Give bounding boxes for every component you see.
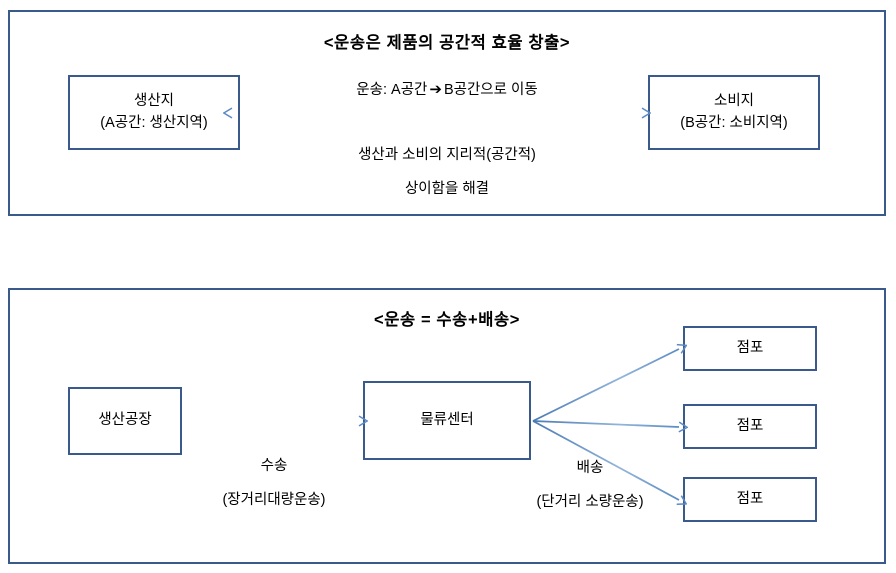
node-production-area-line2: (A공간: 생산지역) [100,114,208,131]
node-consumption-area-line2: (B공간: 소비지역) [680,114,788,131]
spatial-gap-note-line2: 상이함을 해결 [404,181,490,197]
outbound-delivery-label-sub: (단거리 소량운송) [536,494,644,511]
node-logistics-center-label: 물류센터 [420,411,474,428]
transport-arrow-label-prefix: 운송: A공간 [356,82,428,98]
node-production-area: 생산지 (A공간: 생산지역) [68,75,240,150]
node-store-1: 점포 [683,326,817,371]
inbound-shipping-label-sub: (장거리대량운송) [222,492,326,509]
node-production-factory-label: 생산공장 [98,412,152,429]
panel-1-title: <운송은 제품의 공간적 효율 창출> [323,34,571,52]
node-consumption-area: 소비지 (B공간: 소비지역) [648,75,820,150]
node-consumption-area-line1: 소비지 [713,93,755,110]
node-logistics-center: 물류센터 [363,381,531,460]
node-store-2: 점포 [683,404,817,449]
arrow-center-to-store-1 [532,349,679,422]
node-store-3-label: 점포 [736,490,764,507]
outbound-delivery-label-main: 배송 [576,460,604,476]
node-store-3: 점포 [683,477,817,522]
node-store-1-label: 점포 [736,339,764,356]
right-arrow-icon: ➔ [429,81,442,98]
node-production-area-line1: 생산지 [133,93,175,110]
inbound-shipping-label-main: 수송 [260,458,288,474]
transport-arrow-label: 운송: A공간➔B공간으로 이동 [10,78,884,101]
spatial-gap-note-line1: 생산과 소비의 지리적(공간적) [358,147,536,163]
transport-equals-shipping-delivery-panel: <운송 = 수송+배송> 생산공장 물류센터 점포 점포 점포 [8,288,886,564]
panel-2-title: <운송 = 수송+배송> [374,311,520,329]
transport-spatial-efficiency-panel: <운송은 제품의 공간적 효율 창출> 생산지 (A공간: 생산지역) 소비지 … [8,10,886,216]
node-production-factory: 생산공장 [68,387,182,455]
arrow-center-to-store-2 [532,420,679,427]
transport-arrow-label-suffix: B공간으로 이동 [443,82,538,98]
inbound-shipping-label: 수송 (장거리대량운송) [190,455,358,512]
node-store-2-label: 점포 [736,417,764,434]
outbound-delivery-label: 배송 (단거리 소량운송) [505,457,675,514]
